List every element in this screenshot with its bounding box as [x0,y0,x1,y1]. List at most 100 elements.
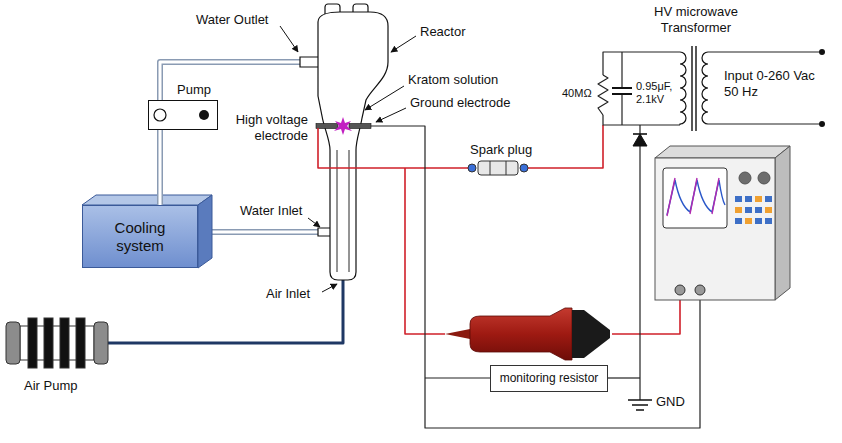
air-tube [108,280,343,343]
hv-probe [572,310,610,358]
part-label: Air Inlet [266,286,310,302]
tube-connector [160,130,161,205]
pump-symbol [148,100,218,130]
leader-line [376,108,406,122]
air-pump-symbol [6,322,20,364]
ground-wire [371,52,819,428]
ground-wire [639,125,640,400]
ground-wire [371,126,700,428]
part-label: Spark plug [470,142,532,158]
capacitor-symbol [612,88,632,94]
ground-wire [621,52,622,88]
transformer-coil [702,52,708,124]
oscilloscope [735,218,742,224]
transformer-coil [680,52,686,125]
ground-wire [608,377,640,378]
oscilloscope [655,146,790,158]
node-text: Pump [177,82,211,98]
air-pump-symbol [44,318,53,368]
oscilloscope [765,196,772,202]
water-tube [206,229,320,235]
spark-plug-symbol [468,161,528,175]
part-label: HV microwave Transformer [636,4,756,35]
leader-line [280,26,416,292]
transformer-coil [680,46,708,131]
ground-wire [603,52,680,75]
air-pump-symbol [6,318,108,368]
pump-symbol [199,110,209,120]
pump-symbol [154,109,166,121]
oscilloscope [695,285,705,295]
diode-symbol [633,134,647,146]
transformer-coil [692,46,696,131]
hv-wire [528,125,603,168]
ground-wire [603,115,680,125]
ground-symbol [628,400,652,410]
diode-symbol [633,134,647,146]
part-label: Kratom solution [408,72,498,88]
oscilloscope [663,168,727,228]
electrode-pair [349,124,371,129]
cooling-box-faces [82,195,212,205]
part-label: Ground electrode [410,95,510,111]
leader-line [365,86,404,110]
reactor-flask [300,4,388,280]
node-text: Cooling system [105,219,175,255]
oscilloscope [655,158,775,300]
air-pump-symbol [28,318,37,368]
oscilloscope [758,172,770,184]
tube-connector [157,130,163,205]
part-label: Water Inlet [240,203,302,219]
reactor-flask [300,57,319,67]
cooling-box-faces [82,195,212,268]
pump-box: Pump [148,100,218,130]
oscilloscope [755,207,762,213]
air-pump-symbol [94,322,108,364]
oscilloscope [675,285,685,295]
component-value: 0.95μF, 2.1kV [636,80,682,106]
water-tube [206,231,320,234]
leader-line [322,284,337,292]
hv-wire [318,125,680,334]
oscilloscope [667,178,719,216]
oscilloscope [745,207,752,213]
input-terminal [819,49,825,127]
component-value: 40MΩ [562,87,592,100]
air-pump-symbol [76,318,85,368]
ground-wire [621,94,622,125]
oscilloscope [739,172,751,184]
hv-probe [445,308,610,360]
oscilloscope [655,146,790,300]
input-terminal [819,49,825,55]
part-label: Air Pump [24,378,77,394]
oscilloscope [765,207,772,213]
air-pump-symbol [60,318,69,368]
node-text: monitoring resistor [500,371,599,385]
oscilloscope [755,196,762,202]
reactor-flask [318,228,331,236]
electrode-pair [316,117,371,135]
spark-plug-symbol [478,161,518,175]
cooling-box-faces [198,195,212,268]
input-terminal [819,121,825,127]
oscilloscope [765,218,772,224]
part-label: Reactor [420,24,466,40]
spark-plug-symbol [490,161,506,175]
electrode-pair [334,117,352,135]
oscilloscope [775,146,790,300]
diode-symbol [633,133,647,135]
oscilloscope [745,196,752,202]
spark-plug-symbol [520,164,528,172]
capacitor-symbol [612,88,632,94]
spark-plug-symbol [468,164,476,172]
oscilloscope [745,218,752,224]
signal-name: GND [656,394,685,410]
ground-wire [425,377,490,378]
oscilloscope [755,218,762,224]
reactor-flask [318,12,388,280]
leader-line [280,26,298,52]
part-label: Water Outlet [196,12,268,28]
electrode-pair [316,124,338,129]
ground-symbol [628,400,652,410]
